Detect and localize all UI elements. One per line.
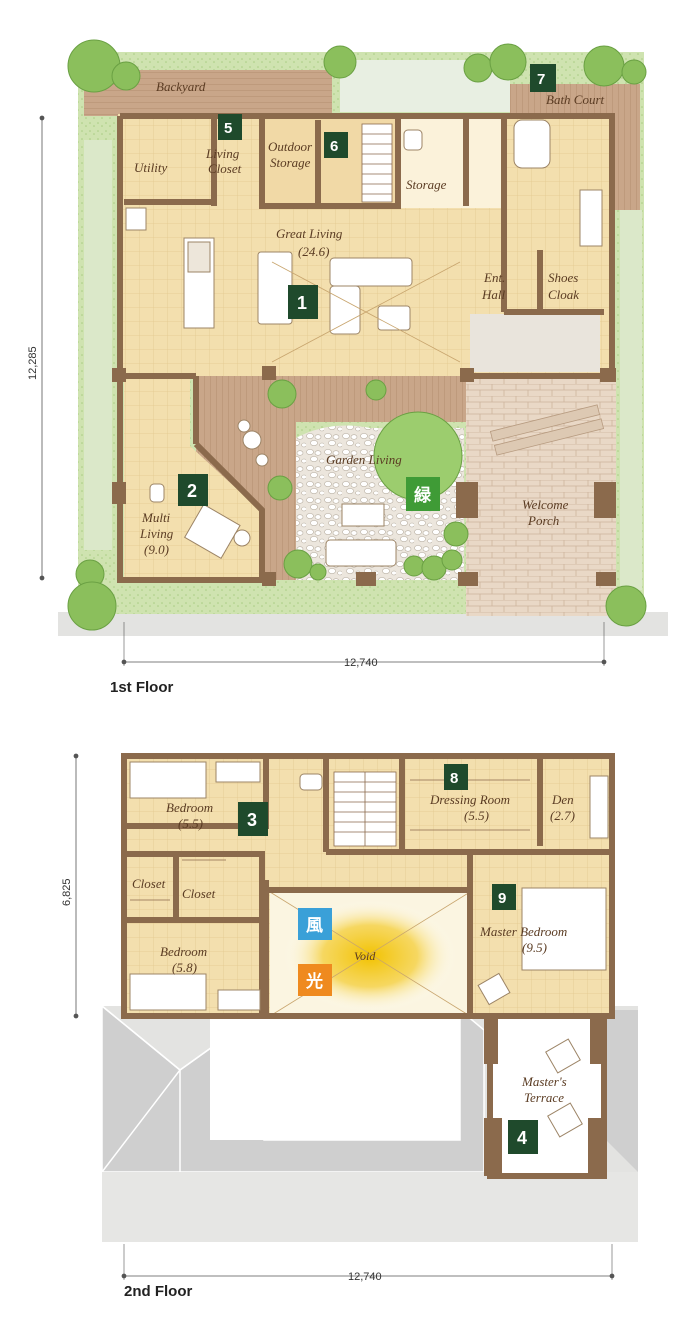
porch-steps xyxy=(489,404,605,456)
label-multi-living-1: Multi xyxy=(141,510,171,525)
dim-width-2f: 12,740 xyxy=(348,1271,382,1283)
first-floor-stairs xyxy=(361,123,393,203)
badge-3: 3 xyxy=(238,802,268,836)
second-floor-furniture xyxy=(129,761,609,1138)
label-garden-living: Garden Living xyxy=(326,452,402,467)
label-welcome-porch-2: Porch xyxy=(527,513,559,528)
badge-1: 1 xyxy=(288,285,318,319)
dim-width-1f: 12,740 xyxy=(344,657,378,669)
dim-height-1f: 12,285 xyxy=(27,346,39,380)
label-great-living: Great Living xyxy=(276,226,343,241)
label-bedroom-a-size: (5.5) xyxy=(178,816,203,831)
great-living-furniture xyxy=(125,207,413,335)
first-floor-columns xyxy=(112,366,616,586)
label-shoes-cloak-2: Cloak xyxy=(548,287,579,302)
label-ent-hall-1: Ent. xyxy=(483,270,505,285)
badge-9: 9 xyxy=(492,884,516,910)
svg-text:8: 8 xyxy=(450,770,458,787)
lower-roof-band xyxy=(102,1172,638,1242)
svg-text:緑: 緑 xyxy=(414,485,432,506)
left-garden-strip xyxy=(84,140,112,550)
first-floor-plan: Backyard Bath Court Utility Living Close… xyxy=(27,39,668,696)
badge-5: 5 xyxy=(218,114,242,140)
label-multi-living-3: (9.0) xyxy=(144,542,169,557)
second-floor-stairs xyxy=(333,771,397,847)
title-1st-floor: 1st Floor xyxy=(110,679,174,696)
svg-text:9: 9 xyxy=(498,890,506,907)
first-floor-dimension-lines xyxy=(39,115,607,666)
label-living-closet-1: Living xyxy=(205,146,240,161)
label-shoes-cloak-1: Shoes xyxy=(548,270,578,285)
label-den: Den xyxy=(551,792,574,807)
badge-light-kanji: 光 xyxy=(298,964,332,996)
label-master-bedroom-size: (9.5) xyxy=(522,940,547,955)
label-closet-a: Closet xyxy=(132,876,166,891)
label-den-size: (2.7) xyxy=(550,808,575,823)
label-void: Void xyxy=(354,949,376,963)
courtyard-opening xyxy=(210,1010,460,1140)
label-terrace-1: Master's xyxy=(521,1074,567,1089)
second-floor-dimension-lines xyxy=(73,753,615,1280)
dim-height-2f: 6,825 xyxy=(61,878,73,906)
label-master-bedroom: Master Bedroom xyxy=(479,924,567,939)
svg-text:3: 3 xyxy=(247,810,257,830)
label-storage: Storage xyxy=(406,177,447,192)
right-roof-plane xyxy=(606,1010,638,1172)
svg-text:7: 7 xyxy=(537,71,545,88)
garden-furniture xyxy=(149,419,397,567)
label-ent-hall-2: Hall xyxy=(481,287,506,302)
svg-text:光: 光 xyxy=(305,971,323,992)
first-floor-walls xyxy=(117,113,615,583)
badge-green-kanji: 緑 xyxy=(406,477,440,511)
label-terrace-2: Terrace xyxy=(524,1090,564,1105)
label-bedroom-b: Bedroom xyxy=(160,944,207,959)
svg-text:1: 1 xyxy=(297,293,307,313)
svg-text:4: 4 xyxy=(517,1128,527,1148)
toilet xyxy=(403,129,423,151)
label-backyard: Backyard xyxy=(156,79,206,94)
second-floor-columns xyxy=(484,1016,606,1176)
right-garden-strip xyxy=(620,210,642,590)
label-great-living-size: (24.6) xyxy=(298,244,329,259)
label-outdoor-storage-1: Outdoor xyxy=(268,139,313,154)
label-dressing-room: Dressing Room xyxy=(429,792,510,807)
label-welcome-porch-1: Welcome xyxy=(522,497,569,512)
svg-text:2: 2 xyxy=(187,481,197,501)
void-cross xyxy=(271,261,461,363)
label-bedroom-b-size: (5.8) xyxy=(172,960,197,975)
svg-text:6: 6 xyxy=(330,138,338,155)
badge-2: 2 xyxy=(178,474,208,506)
second-floor-plan: Bedroom (5.5) Closet Closet Bedroom (5.8… xyxy=(61,753,638,1300)
label-bath-court: Bath Court xyxy=(546,92,605,107)
svg-text:5: 5 xyxy=(224,120,232,137)
vanity xyxy=(579,189,603,247)
badge-6: 6 xyxy=(324,132,348,158)
svg-text:風: 風 xyxy=(306,916,323,936)
label-closet-b: Closet xyxy=(182,886,216,901)
entry-tiles xyxy=(470,314,600,372)
label-multi-living-2: Living xyxy=(139,526,174,541)
label-utility: Utility xyxy=(134,160,167,175)
title-2nd-floor: 2nd Floor xyxy=(124,1283,192,1300)
second-floor-walls xyxy=(121,753,615,1179)
label-bedroom-a: Bedroom xyxy=(166,800,213,815)
label-outdoor-storage-2: Storage xyxy=(270,155,311,170)
label-dressing-size: (5.5) xyxy=(464,808,489,823)
badge-8: 8 xyxy=(444,764,468,790)
label-living-closet-2: Closet xyxy=(208,161,242,176)
bathtub xyxy=(513,119,551,169)
badge-7: 7 xyxy=(530,64,556,92)
closet-rails xyxy=(130,779,530,901)
badge-wind-kanji: 風 xyxy=(298,908,332,940)
badge-4: 4 xyxy=(508,1120,538,1154)
